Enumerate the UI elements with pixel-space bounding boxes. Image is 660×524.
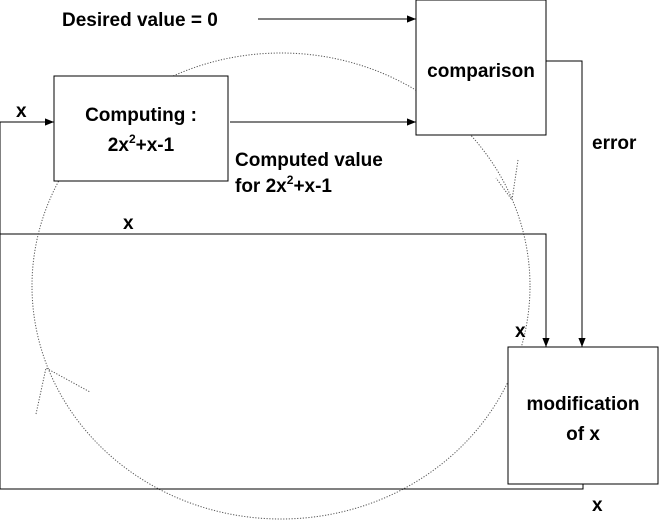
- desired-value-label: Desired value = 0: [62, 10, 218, 31]
- x-branch-label: x: [123, 213, 134, 234]
- x-input-label: x: [16, 101, 27, 122]
- computing-formula: 2x2+x-1: [108, 132, 175, 156]
- modification-label: modification: [527, 394, 640, 415]
- error-label: error: [592, 133, 637, 154]
- circle-arrow-left: [35, 367, 91, 415]
- x-mod-output-label: x: [592, 495, 603, 516]
- computed-value-label: Computed value: [235, 150, 383, 171]
- computing-box: [53, 75, 229, 182]
- comparison-label: comparison: [427, 61, 535, 82]
- circle-arrow-right: [495, 159, 519, 202]
- x-feedback-arrow: [0, 118, 584, 490]
- comparison-box: [415, 0, 547, 136]
- x-mod-input-label: x: [515, 321, 526, 342]
- computing-label: Computing :: [85, 105, 197, 126]
- computed-value-formula: for 2x2+x-1: [235, 173, 332, 197]
- error-arrow: [546, 60, 586, 347]
- modification-box: [507, 346, 659, 485]
- modification-of-x-label: of x: [566, 424, 600, 445]
- x-branch-arrow: [0, 233, 550, 347]
- feedback-circle: [31, 52, 531, 520]
